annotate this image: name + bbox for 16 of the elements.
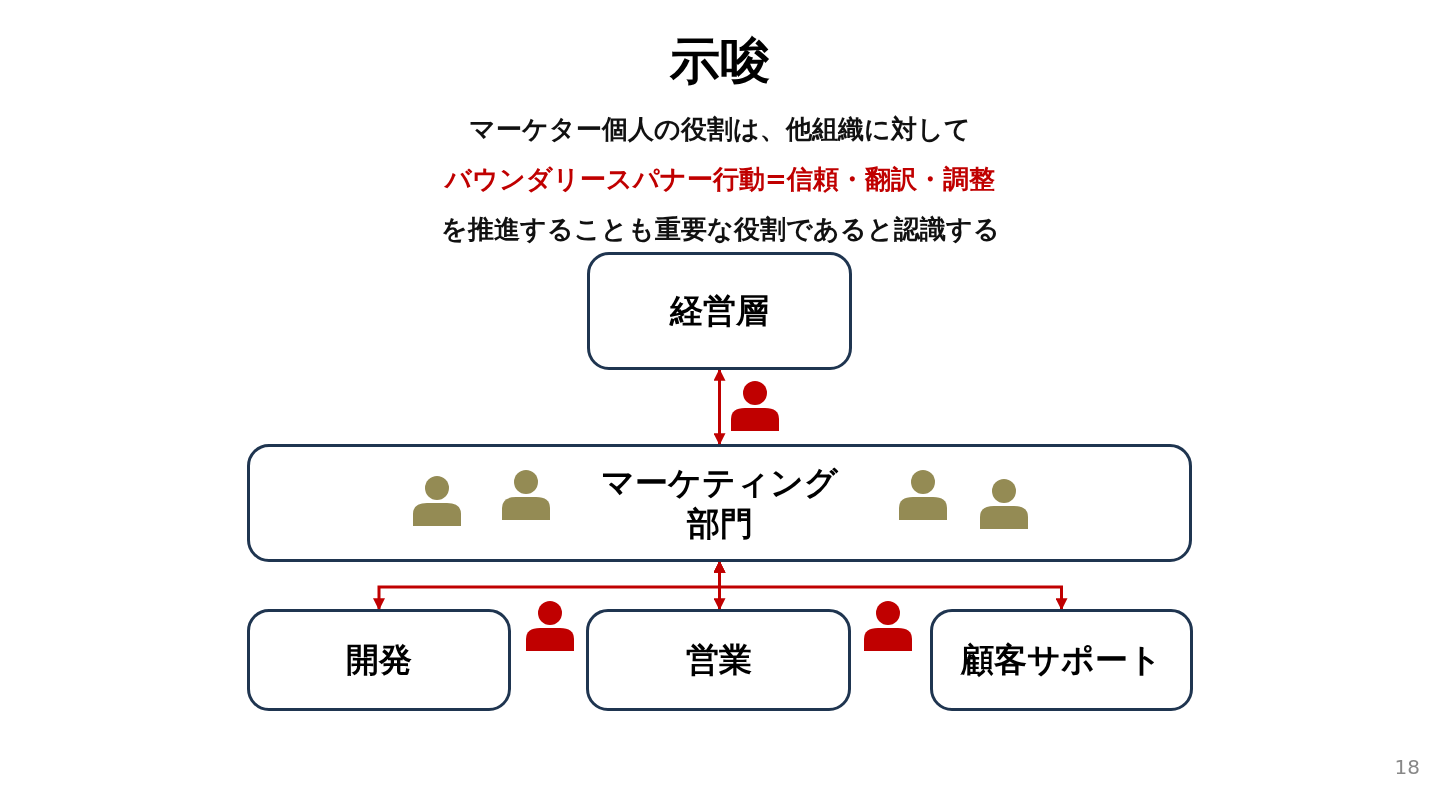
rounded-box [247, 444, 1192, 562]
subtitle-text: を推進することも重要な役割であると認識する [440, 214, 1000, 244]
rounded-box [247, 609, 511, 711]
page-number: 18 [1394, 755, 1420, 779]
box-label: マーケティング部門 [600, 461, 839, 545]
box-label: 営業 [685, 639, 752, 681]
rounded-box [587, 252, 852, 370]
subtitle-text: マーケター個人の役割は、他組織に対して [469, 114, 971, 144]
box-label: 開発 [346, 639, 412, 681]
rounded-box [930, 609, 1193, 711]
title: 示唆 [668, 31, 771, 92]
arrow [713, 368, 726, 446]
rounded-box [586, 609, 851, 711]
box-label: 経営層 [670, 290, 769, 332]
subtitle-text: バウンダリースパナー行動=信頼・翻訳・調整 [445, 164, 995, 194]
box-label: 顧客サポート [961, 639, 1162, 681]
